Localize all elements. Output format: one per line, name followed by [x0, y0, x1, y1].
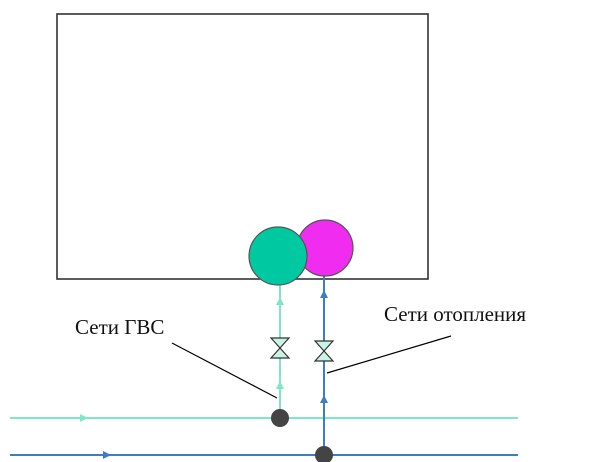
dhw-leader-line [171, 342, 278, 399]
dhw-consumer-node [248, 226, 308, 286]
flow-arrow-icon [103, 451, 111, 459]
flow-arrow-icon [276, 381, 284, 389]
junction-node [271, 409, 289, 427]
junction-node [315, 446, 333, 462]
dhw-networks-label: Сети ГВС [75, 315, 164, 339]
flow-arrow-icon [80, 414, 88, 422]
flow-arrow-icon [320, 395, 328, 403]
building-outline [56, 13, 429, 280]
valve-icon [313, 340, 335, 362]
valve-icon [269, 337, 291, 359]
heating-networks-label: Сети отопления [384, 302, 526, 326]
flow-arrow-icon [276, 297, 284, 305]
heating-leader-line [326, 335, 452, 374]
flow-arrow-icon [320, 290, 328, 298]
